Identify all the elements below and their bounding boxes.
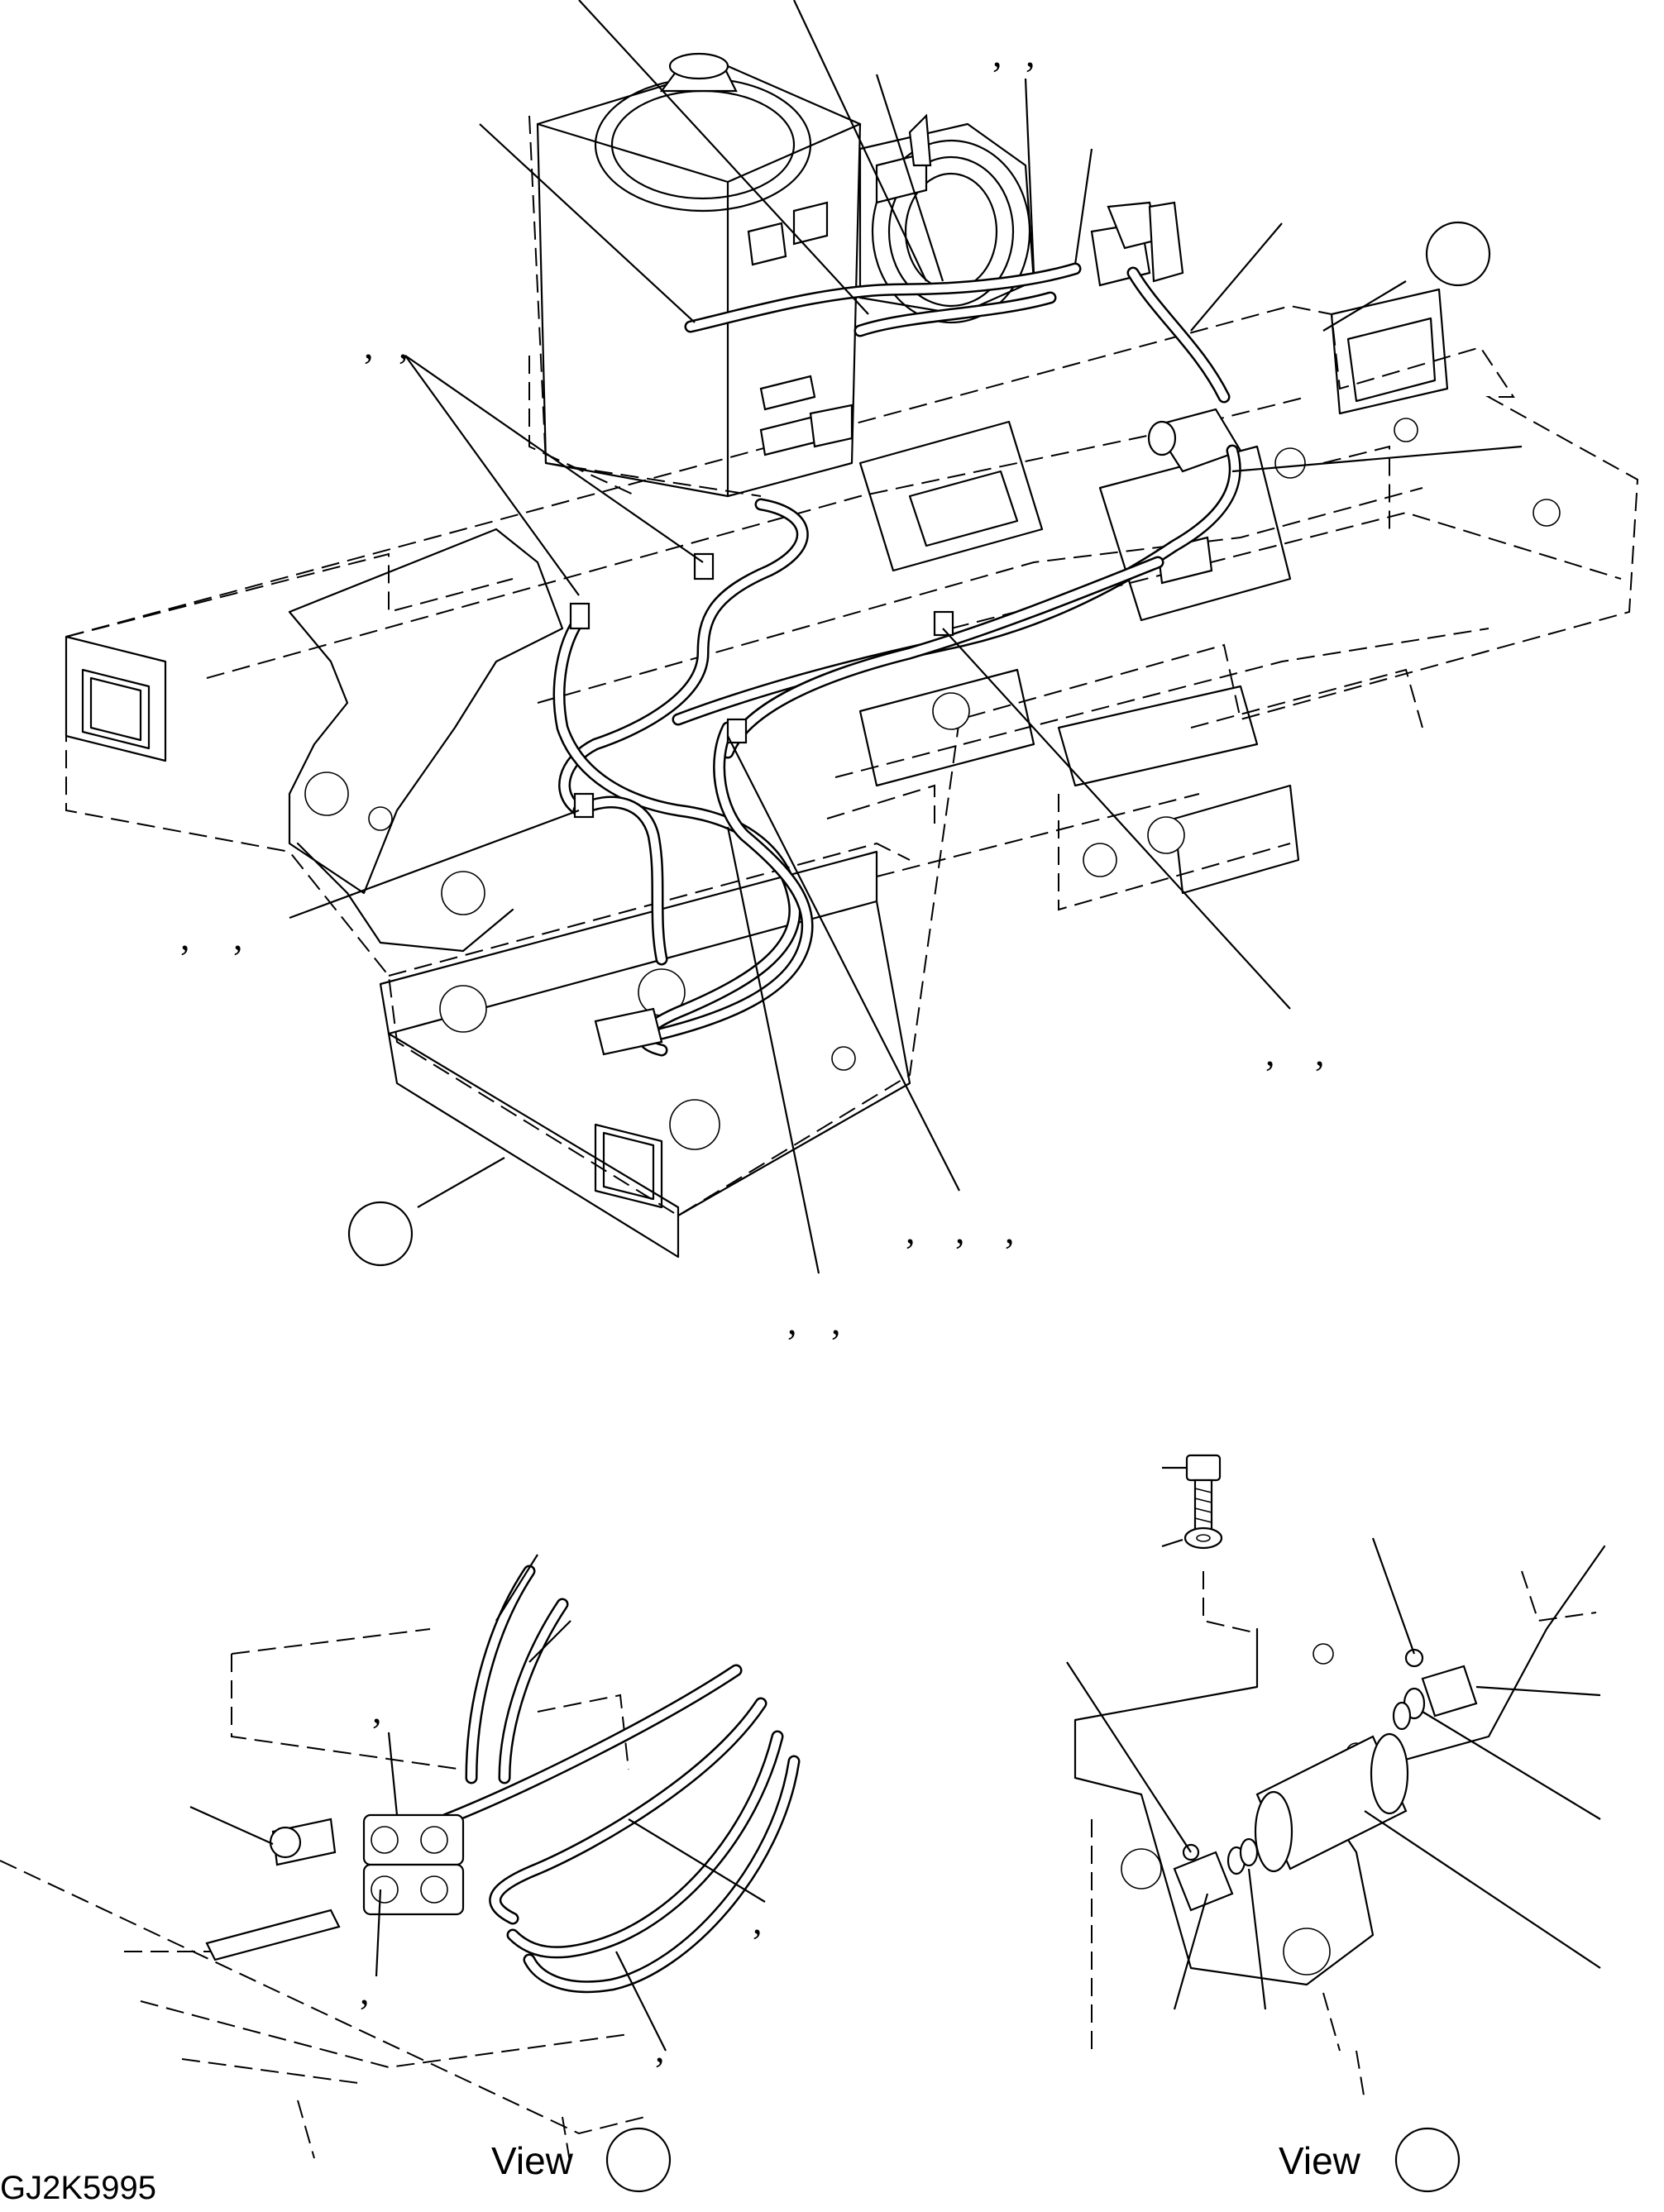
view-caption-right: View <box>1279 2139 1360 2182</box>
hose-clamps <box>569 552 954 1056</box>
view-marker-a <box>1425 221 1491 287</box>
view-caption-circle-left <box>605 2127 672 2193</box>
view-caption-circle-right <box>1394 2127 1461 2193</box>
revolving-frame-outline <box>65 304 1639 1217</box>
hose-routes <box>552 262 1241 1057</box>
view-caption-left: View <box>491 2139 573 2182</box>
frame-structures <box>65 288 1561 1259</box>
main-assembly-view <box>65 0 1639 1274</box>
control-valve <box>1090 201 1184 287</box>
hydraulic-tank <box>528 52 862 498</box>
leader-lines <box>289 0 1523 1274</box>
figure-code: GJ2K5995 <box>0 2170 157 2206</box>
detail-view-right <box>1066 1454 1606 2101</box>
bolt <box>1185 1454 1222 1482</box>
view-marker-b <box>347 1201 414 1267</box>
detail-view-left <box>0 1554 801 2167</box>
